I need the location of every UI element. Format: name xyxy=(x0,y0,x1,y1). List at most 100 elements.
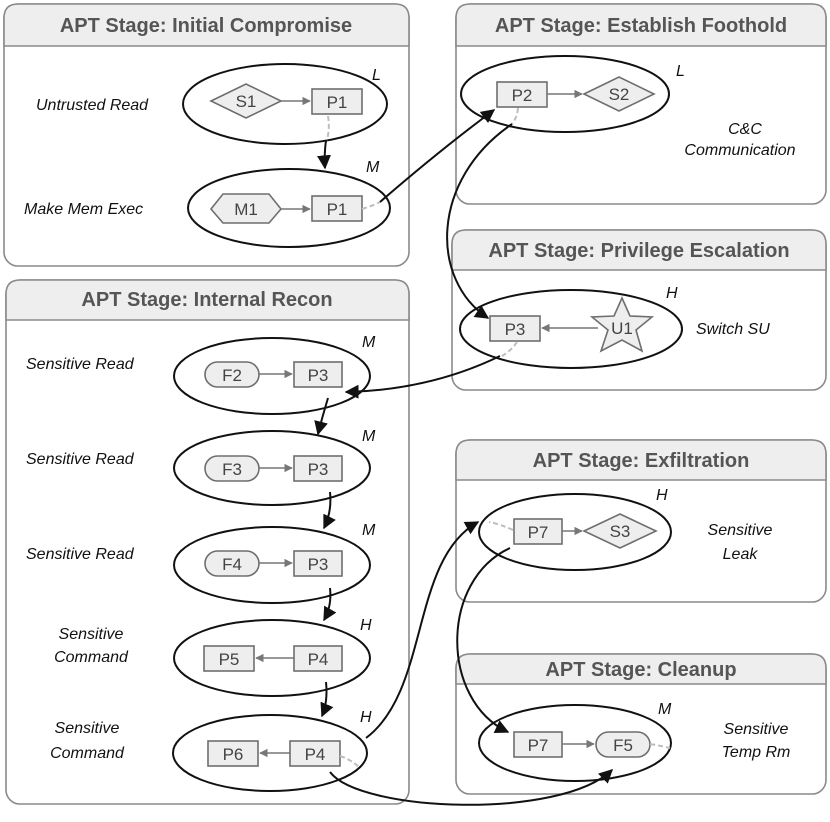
user-star-node xyxy=(589,296,655,353)
severity-label: M xyxy=(362,428,376,445)
flow-edge xyxy=(446,123,513,319)
node-label: S2 xyxy=(609,85,630,104)
severity-label: L xyxy=(372,67,381,84)
flow-edge xyxy=(323,587,337,622)
event-ellipse xyxy=(173,526,371,604)
event-sensitive-read-3: Sensitive Read M F4 P3 xyxy=(26,522,376,604)
node-label: P1 xyxy=(327,93,348,112)
node-label: P3 xyxy=(505,320,526,339)
severity-label: M xyxy=(366,159,380,176)
process-node xyxy=(289,740,341,767)
severity-label: M xyxy=(658,701,672,718)
node-label: M1 xyxy=(234,200,258,219)
stage-header xyxy=(3,3,410,47)
node-label: F5 xyxy=(613,736,633,755)
socket-node xyxy=(582,513,658,549)
event-label: Switch SU xyxy=(696,321,770,338)
node-label: U1 xyxy=(611,319,633,338)
node-label: S3 xyxy=(610,522,631,541)
event-label: Sensitive Read xyxy=(26,451,135,468)
event-label-line2: Command xyxy=(54,649,129,666)
stage-header xyxy=(5,279,410,321)
event-label-line1: Sensitive xyxy=(55,720,120,737)
flow-edge xyxy=(323,491,336,530)
node-label: P4 xyxy=(305,745,326,764)
node-label: P7 xyxy=(528,736,549,755)
process-node xyxy=(293,550,343,577)
severity-label: H xyxy=(360,709,372,726)
event-label: Sensitive Read xyxy=(26,546,135,563)
dashed-link xyxy=(339,755,361,769)
event-sensitive-read-2: Sensitive Read M F3 P3 xyxy=(26,428,376,506)
process-node xyxy=(489,315,541,342)
dashed-link xyxy=(511,107,519,125)
node-label: S1 xyxy=(236,92,257,111)
event-ellipse xyxy=(173,337,371,415)
process-node xyxy=(513,731,563,758)
flow-edge xyxy=(379,109,496,203)
flow-edge xyxy=(344,355,501,399)
stage-title: APT Stage: Initial Compromise xyxy=(60,15,352,37)
process-node xyxy=(293,361,343,388)
dashed-links xyxy=(326,107,671,769)
severity-label: M xyxy=(362,522,376,539)
event-ellipse xyxy=(478,704,672,782)
event-sensitive-command-1: Sensitive Command H P5 P4 xyxy=(54,617,372,697)
process-node xyxy=(207,740,259,767)
event-untrusted-read: Untrusted Read L S1 P1 xyxy=(36,63,388,145)
event-label-line2: Command xyxy=(50,745,125,762)
event-label-line2: Temp Rm xyxy=(722,744,791,761)
process-node xyxy=(203,645,255,672)
event-label-line1: Sensitive xyxy=(59,626,124,643)
process-node xyxy=(311,195,363,222)
process-node xyxy=(293,455,343,482)
event-label: Make Mem Exec xyxy=(24,201,143,218)
stage-title: APT Stage: Establish Foothold xyxy=(495,15,787,37)
severity-label: H xyxy=(360,617,372,634)
event-sensitive-read-1: Sensitive Read M F2 P3 xyxy=(26,334,376,415)
socket-node xyxy=(582,76,656,112)
process-node xyxy=(513,518,563,545)
node-label: P1 xyxy=(327,200,348,219)
event-label: Sensitive Read xyxy=(26,356,135,373)
node-label: P7 xyxy=(528,523,549,542)
dashed-link xyxy=(488,521,514,531)
stage-header xyxy=(455,3,827,47)
node-label: P5 xyxy=(219,650,240,669)
node-label: F2 xyxy=(222,366,242,385)
severity-label: M xyxy=(362,334,376,351)
process-node xyxy=(311,88,363,115)
node-label: P2 xyxy=(512,86,533,105)
flow-edge xyxy=(320,681,334,718)
dashed-link xyxy=(501,341,518,357)
event-ellipse xyxy=(182,63,388,145)
flow-edges xyxy=(314,109,614,806)
stage-title: APT Stage: Internal Recon xyxy=(81,289,332,311)
event-cc-communication: L P2 S2 C&C Communication xyxy=(460,55,796,159)
flow-edge xyxy=(365,521,480,739)
severity-label: H xyxy=(666,285,678,302)
node-label: P6 xyxy=(223,745,244,764)
event-sensitive-leak: H P7 S3 Sensitive Leak xyxy=(478,487,773,571)
node-label: P3 xyxy=(308,555,329,574)
severity-label: L xyxy=(676,63,685,80)
event-sensitive-temp-rm: M P7 F5 Sensitive Temp Rm xyxy=(478,701,791,782)
event-make-mem-exec: Make Mem Exec M M1 P1 xyxy=(24,159,391,248)
node-label: F4 xyxy=(222,555,242,574)
flow-edge xyxy=(456,547,511,733)
stage-title: APT Stage: Cleanup xyxy=(545,659,736,681)
node-label: P4 xyxy=(308,650,329,669)
event-label-line1: Sensitive xyxy=(708,522,773,539)
stage-title: APT Stage: Exfiltration xyxy=(533,450,750,472)
node-label: P3 xyxy=(308,460,329,479)
process-node xyxy=(496,81,548,108)
event-sensitive-command-2: Sensitive Command H P6 P4 xyxy=(50,709,372,792)
dashed-link xyxy=(649,743,671,749)
node-label: P3 xyxy=(308,366,329,385)
event-switch-su: H P3 U1 Switch SU xyxy=(459,285,770,369)
stage-header xyxy=(455,439,827,481)
dashed-link xyxy=(361,201,381,210)
dashed-link xyxy=(326,115,330,141)
node-label: F3 xyxy=(222,460,242,479)
